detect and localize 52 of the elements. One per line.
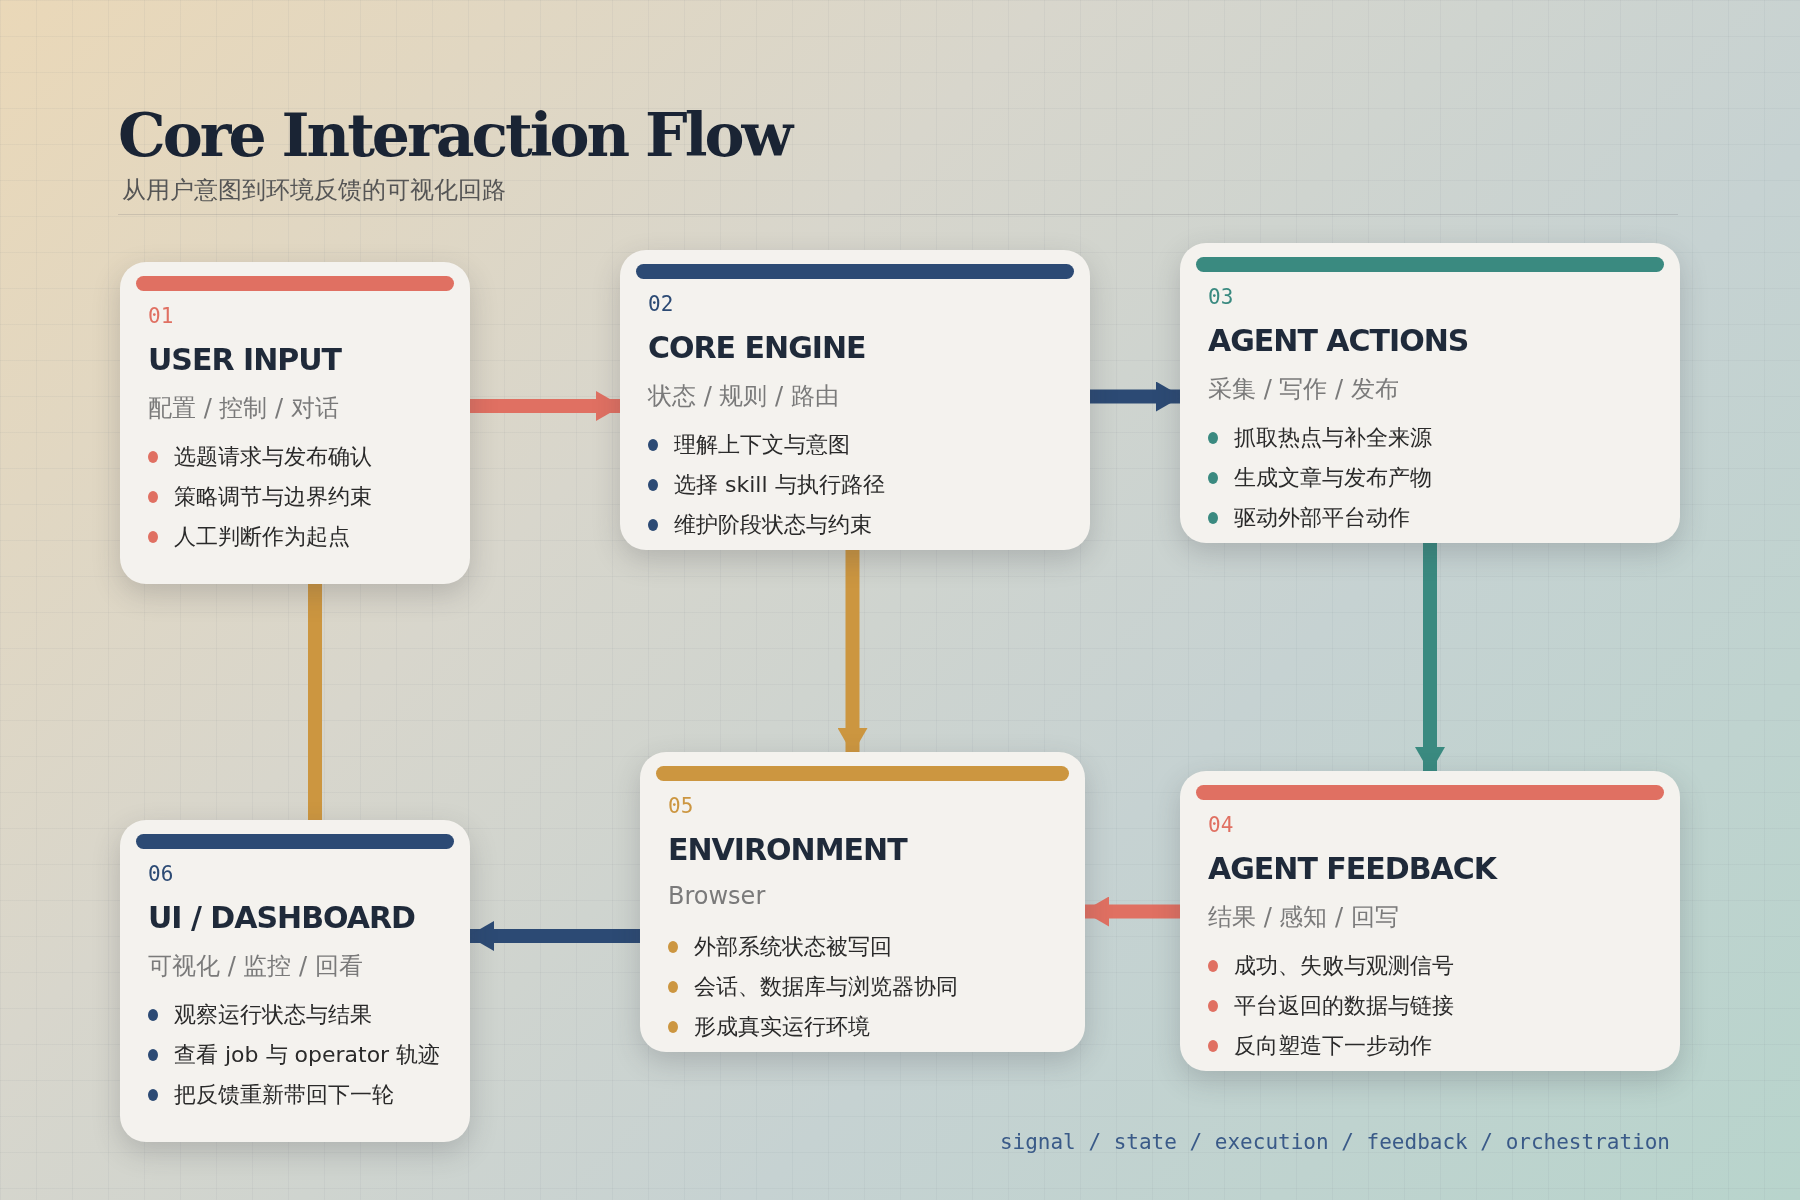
list-item: 选择 skill 与执行路径 xyxy=(674,471,885,499)
title: Core Interaction Flow xyxy=(118,100,791,170)
list-item: 理解上下文与意图 xyxy=(674,431,850,459)
list-item: 选题请求与发布确认 xyxy=(174,443,372,471)
process-card xyxy=(120,262,470,584)
process-card xyxy=(620,250,1090,550)
footer-text: signal / state / execution / feedback / orchestration xyxy=(999,1130,1670,1154)
card-subtitle: Browser xyxy=(668,882,766,910)
step-number: 06 xyxy=(148,862,174,886)
arrow xyxy=(1090,381,1182,412)
card-title: AGENT FEEDBACK xyxy=(1208,851,1497,886)
list-item: 生成文章与发布产物 xyxy=(1234,464,1432,492)
list-item: 反向塑造下一步动作 xyxy=(1234,1032,1432,1060)
connector-line xyxy=(308,584,322,820)
step-number: 04 xyxy=(1208,813,1234,837)
list-item: 抓取热点与补全来源 xyxy=(1234,424,1432,452)
card-subtitle: 状态 / 规则 / 路由 xyxy=(648,381,839,412)
arrow xyxy=(468,921,640,951)
card-subtitle: 配置 / 控制 / 对话 xyxy=(148,393,339,424)
process-card xyxy=(640,752,1085,1052)
list-item: 把反馈重新带回下一轮 xyxy=(174,1081,394,1109)
arrow xyxy=(837,550,868,754)
list-item: 平台返回的数据与链接 xyxy=(1234,992,1454,1020)
list-item: 人工判断作为起点 xyxy=(174,523,350,551)
process-card xyxy=(1180,243,1680,543)
list-item: 驱动外部平台动作 xyxy=(1234,504,1410,532)
process-card xyxy=(120,820,470,1142)
step-number: 03 xyxy=(1208,285,1234,309)
list-item: 策略调节与边界约束 xyxy=(174,483,372,511)
card-title: AGENT ACTIONS xyxy=(1208,323,1469,358)
card-title: ENVIRONMENT xyxy=(668,832,907,867)
list-item: 会话、数据库与浏览器协同 xyxy=(694,973,958,1001)
card-title: UI / DASHBOARD xyxy=(148,900,415,935)
step-number: 05 xyxy=(668,794,694,818)
list-item: 外部系统状态被写回 xyxy=(694,933,892,961)
card-subtitle: 结果 / 感知 / 回写 xyxy=(1208,902,1399,933)
step-number: 01 xyxy=(148,304,174,328)
card-subtitle: 可视化 / 监控 / 回看 xyxy=(148,951,363,982)
arrow xyxy=(1083,896,1180,927)
arrow xyxy=(1415,543,1445,773)
subtitle: 从用户意图到环境反馈的可视化回路 xyxy=(122,175,506,206)
list-item: 查看 job 与 operator 轨迹 xyxy=(174,1041,441,1069)
card-subtitle: 采集 / 写作 / 发布 xyxy=(1208,374,1399,405)
card-title: CORE ENGINE xyxy=(648,330,866,365)
step-number: 02 xyxy=(648,292,674,316)
arrow xyxy=(470,391,622,421)
list-item: 形成真实运行环境 xyxy=(694,1013,870,1041)
list-item: 维护阶段状态与约束 xyxy=(674,511,872,539)
list-item: 观察运行状态与结果 xyxy=(174,1001,372,1029)
process-card xyxy=(1180,771,1680,1071)
list-item: 成功、失败与观测信号 xyxy=(1234,952,1454,980)
card-title: USER INPUT xyxy=(148,342,342,377)
